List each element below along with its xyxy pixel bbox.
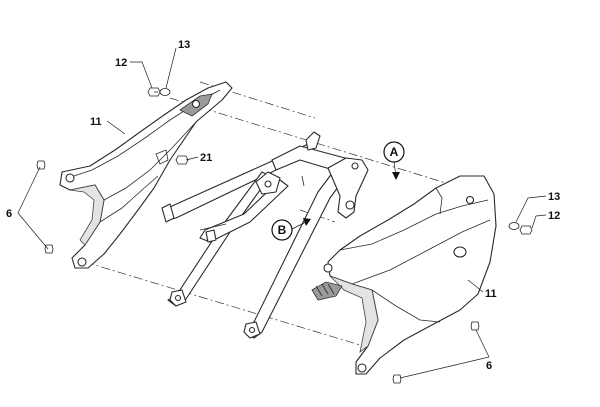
label-13-right: 13: [548, 191, 560, 203]
callout-a-letter: A: [390, 145, 399, 159]
label-6-left: 6: [6, 208, 12, 220]
rear-subframe: [161, 131, 369, 339]
label-13-left: 13: [178, 39, 190, 51]
washer-13-left: [159, 88, 171, 96]
right-side-cover: [311, 175, 497, 375]
fasteners: [36, 87, 533, 384]
washer-13-right: [508, 222, 520, 230]
label-6-right: 6: [486, 360, 492, 372]
leader-lines: [17, 47, 547, 379]
bolt-12-right: [519, 225, 533, 235]
screw-6-left-bottom: [44, 244, 54, 254]
label-11-right: 11: [485, 288, 497, 300]
callout-b-letter: B: [278, 223, 287, 237]
label-21: 21: [200, 152, 212, 164]
label-12-right: 12: [548, 210, 560, 222]
screw-6-right-bottom: [392, 374, 402, 384]
label-12-left: 12: [115, 57, 127, 69]
screw-6-right-top: [470, 321, 480, 331]
left-side-cover: [59, 81, 233, 269]
callout-view-a: A: [383, 141, 405, 163]
part-21: [175, 155, 189, 165]
callout-view-b: B: [271, 219, 293, 241]
label-11-left: 11: [90, 116, 102, 128]
screw-6-left-top: [36, 160, 46, 170]
part-labels: 12 13 11 21 6 13 12 11 6: [6, 39, 560, 372]
